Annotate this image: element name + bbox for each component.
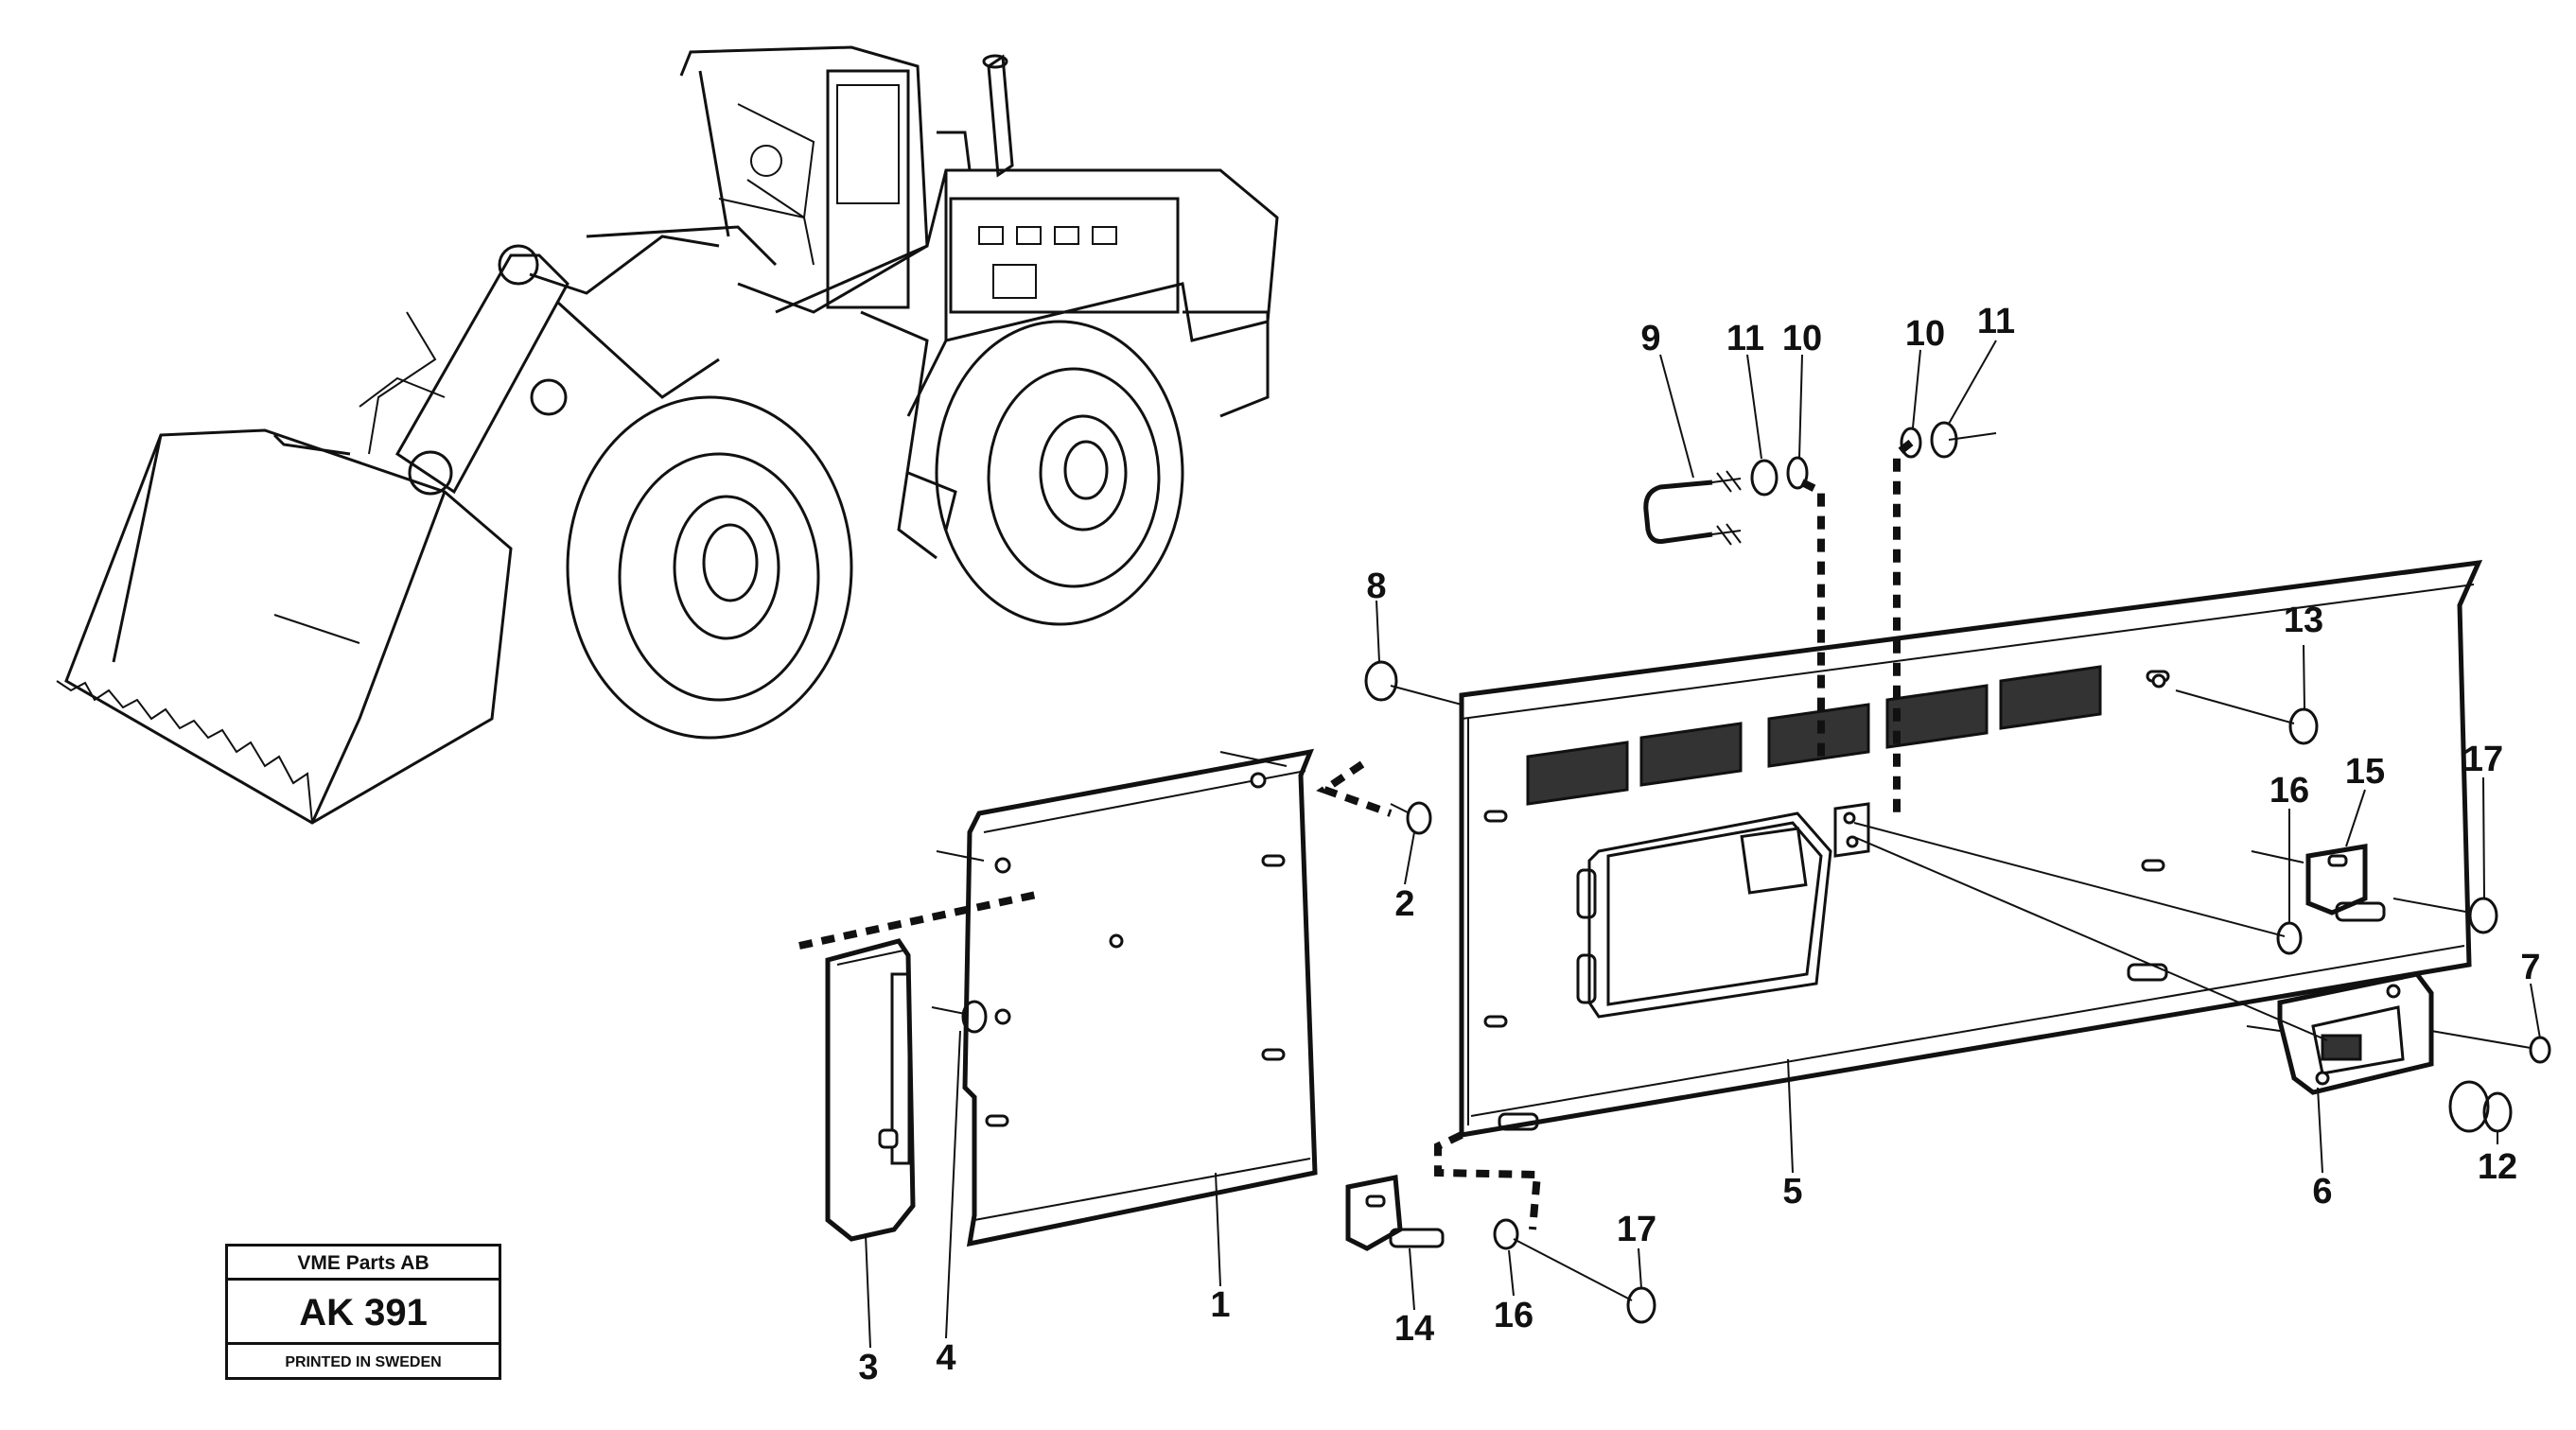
vendor-stamp: VME Parts AB AK 391 PRINTED IN SWEDEN <box>225 1244 501 1380</box>
callout-10-left: 10 <box>1782 319 1822 358</box>
callout-6: 6 <box>2312 1172 2332 1212</box>
callout-17-lower: 17 <box>1617 1210 1656 1249</box>
cover-part-3 <box>825 938 916 1242</box>
side-panel-part-5 <box>1459 559 2483 1138</box>
callout-11-left: 11 <box>1726 319 1764 358</box>
callout-17-upper: 17 <box>2463 740 2503 779</box>
stamp-code: AK 391 <box>228 1281 499 1345</box>
callout-1: 1 <box>1210 1285 1230 1325</box>
callout-15: 15 <box>2345 752 2385 792</box>
hinge-bracket-part-15 <box>2305 844 2386 922</box>
callout-10-right: 10 <box>1905 314 1945 354</box>
front-panel-part-1 <box>962 748 1318 1247</box>
wheel-loader-illustration <box>56 45 1279 825</box>
callout-16-lower: 16 <box>1494 1296 1533 1335</box>
handle-bracket-part-6 <box>2277 971 2434 1095</box>
stamp-company: VME Parts AB <box>228 1247 499 1281</box>
callout-16-upper: 16 <box>2269 771 2309 811</box>
connection-lines <box>798 439 2328 1230</box>
callout-11-right: 11 <box>1977 302 2015 341</box>
callout-7: 7 <box>2520 948 2540 987</box>
callout-3: 3 <box>858 1348 878 1387</box>
callout-14: 14 <box>1394 1309 1434 1349</box>
callout-13: 13 <box>2284 601 2323 640</box>
stamp-footer: PRINTED IN SWEDEN <box>285 1354 442 1370</box>
callout-labels: 1 2 3 4 5 6 7 8 9 11 10 10 11 12 13 14 1… <box>858 302 2540 1387</box>
hinge-bracket-part-14 <box>1345 1175 1445 1251</box>
callout-12: 12 <box>2478 1147 2517 1187</box>
callout-2: 2 <box>1394 884 1414 924</box>
callout-8: 8 <box>1366 567 1386 606</box>
callout-9: 9 <box>1640 319 1660 358</box>
callout-5: 5 <box>1782 1172 1802 1212</box>
callout-4: 4 <box>936 1338 955 1378</box>
u-bolt-part-9 <box>1643 470 1742 546</box>
leader-lines <box>865 340 2541 1349</box>
